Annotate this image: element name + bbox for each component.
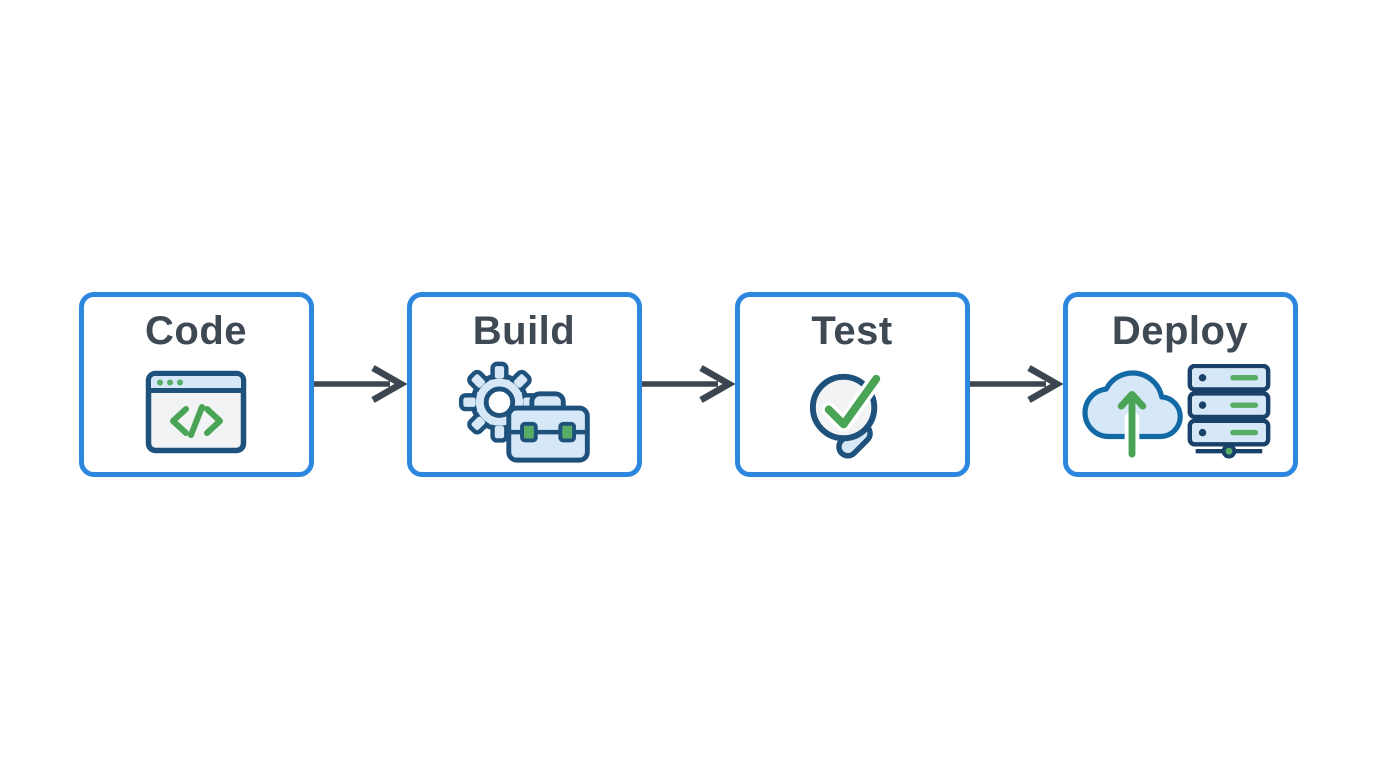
- flow-arrow: [641, 365, 735, 403]
- gear-toolbox-icon: [412, 353, 637, 472]
- toolbox-icon: [506, 391, 590, 463]
- cloud-upload-icon: [1082, 370, 1183, 460]
- step-label-deploy: Deploy: [1111, 308, 1249, 353]
- magnifier-checkmark-icon: [740, 353, 965, 472]
- server-rack-icon: [1187, 364, 1271, 459]
- checkmark-icon: [821, 371, 884, 432]
- gear-icon: [458, 361, 540, 443]
- step-label-build: Build: [472, 308, 576, 353]
- step-box-test: Test: [734, 291, 970, 477]
- step-box-code: Code: [78, 291, 314, 477]
- step-box-build: Build: [406, 291, 642, 477]
- step-box-deploy: Deploy: [1062, 291, 1298, 477]
- step-label-test: Test: [811, 308, 893, 353]
- code-window-icon: [84, 353, 309, 472]
- cloud-upload-server-icon: [1068, 353, 1293, 472]
- flow-arrow: [313, 365, 407, 403]
- flow-arrow: [969, 365, 1063, 403]
- step-label-code: Code: [145, 308, 247, 353]
